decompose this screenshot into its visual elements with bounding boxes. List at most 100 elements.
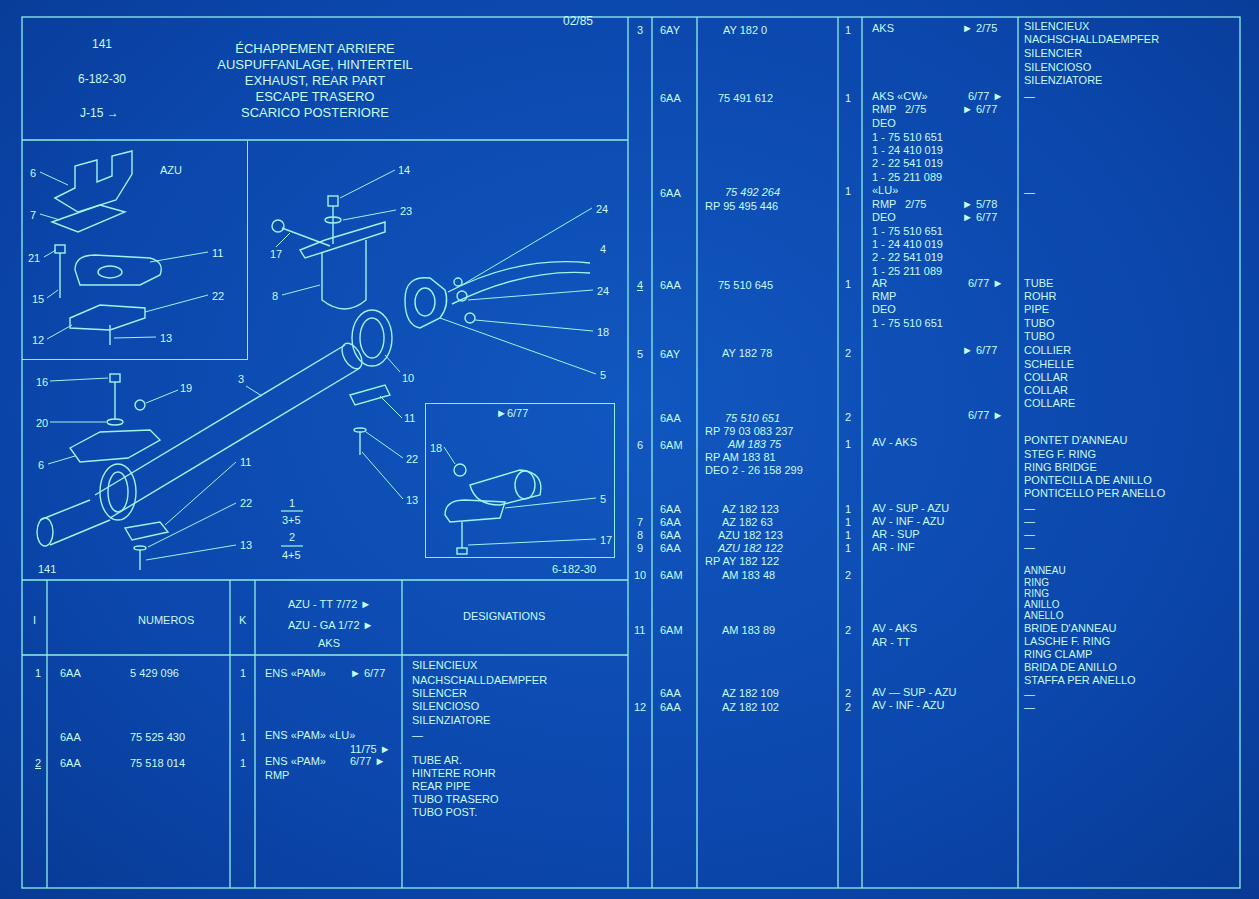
leader-lines <box>444 447 455 464</box>
header-text: 141 <box>92 38 112 51</box>
table-cell: «LU» <box>872 184 898 196</box>
table-cell: SILENCER <box>412 687 467 699</box>
exhaust-parts <box>37 518 53 546</box>
exhaust-parts <box>445 500 505 522</box>
exhaust-parts <box>134 546 146 550</box>
table-cell: 1 - 24 410 019 <box>872 144 943 156</box>
leader-lines <box>40 214 60 220</box>
table-cell: PONTECILLA DE ANILLO <box>1024 474 1152 486</box>
exhaust-parts <box>470 470 541 505</box>
table-cell: — <box>1024 701 1035 713</box>
callout-number: 4 <box>600 243 606 255</box>
table-cell: ► 6/77 <box>962 344 997 356</box>
exhaust-parts <box>75 255 161 285</box>
leader-lines <box>276 233 290 247</box>
callout-number: 7 <box>30 209 36 221</box>
leader-lines <box>340 170 395 198</box>
callout-number: 22 <box>212 290 224 302</box>
table-cell: SILENCIOSO <box>412 700 479 712</box>
table-cell: AY 182 0 <box>723 24 767 36</box>
exhaust-parts <box>135 400 145 410</box>
header-text: 02/85 <box>563 15 593 28</box>
table-cell: 75 525 430 <box>130 731 185 743</box>
callout-number: 6 <box>30 167 36 179</box>
inset-label: AZU <box>160 164 182 176</box>
table-cell: AZ 182 123 <box>722 503 779 515</box>
table-cell: RING <box>1024 577 1049 588</box>
table-cell: TUBO TRASERO <box>412 793 499 805</box>
table-cell: AM 183 75 <box>728 438 781 450</box>
table-cell: TUBE AR. <box>412 754 462 766</box>
table-cell: 11 <box>634 624 645 636</box>
table-cell: 6AA <box>60 731 81 743</box>
table-cell: 1 <box>845 278 851 290</box>
table-cell: — <box>1024 90 1035 102</box>
table-cell: PONTET D'ANNEAU <box>1024 434 1127 446</box>
leader-lines <box>40 172 68 185</box>
table-cell: HINTERE ROHR <box>412 767 496 779</box>
table-cell: 3 <box>637 24 643 36</box>
leader-lines <box>47 290 58 298</box>
table-frame <box>1017 17 1018 888</box>
table-frame <box>651 17 652 888</box>
leader-lines <box>505 498 596 508</box>
callout-number: 8 <box>272 290 278 302</box>
table-cell: 2 <box>845 411 851 423</box>
leader-lines <box>475 320 593 331</box>
leader-lines <box>366 432 403 458</box>
table-cell: 6AA <box>660 687 681 699</box>
leader-lines <box>343 210 396 220</box>
table-cell: RMP <box>872 103 896 115</box>
table-cell: — <box>1024 502 1035 514</box>
callout-number: 14 <box>398 164 410 176</box>
table-cell: 6AM <box>660 624 683 636</box>
table-cell: AZU 182 122 <box>718 542 783 554</box>
table-cell: SILENCIEUX <box>1024 20 1089 32</box>
table-cell: 2 - 22 541 019 <box>872 157 943 169</box>
table-cell: 6AY <box>660 348 680 360</box>
table-cell: RP AY 182 122 <box>705 555 779 567</box>
table-cell: NACHSCHALLDAEMPFER <box>1024 33 1159 45</box>
table-cell: 5 429 096 <box>130 667 179 679</box>
exhaust-parts <box>55 245 65 253</box>
table-cell: SCHELLE <box>1024 358 1074 370</box>
leader-lines <box>145 295 208 312</box>
table-cell: AKS <box>872 22 894 34</box>
table-cell: NUMEROS <box>138 614 194 626</box>
table-cell: ► 6/77 <box>962 103 997 115</box>
table-cell: 75 510 651 <box>725 412 780 424</box>
callout-number: 13 <box>240 539 252 551</box>
table-cell: 1 <box>35 667 41 679</box>
callout-number: 22 <box>240 497 252 509</box>
table-cell: 1 - 25 211 089 <box>872 265 942 277</box>
table-frame <box>861 17 862 888</box>
table-frame <box>46 580 47 888</box>
table-cell: 1 - 25 211 089 <box>872 171 942 183</box>
inset-box: ►6/77 <box>425 403 615 558</box>
table-cell: SILENCIEUX <box>412 659 477 671</box>
exhaust-parts <box>328 196 338 206</box>
table-cell: — <box>1024 528 1035 540</box>
exhaust-parts <box>52 205 125 232</box>
table-cell: 6AA <box>60 757 81 769</box>
table-cell: SILENCIOSO <box>1024 61 1091 73</box>
leader-lines <box>165 462 236 525</box>
table-cell: AZU - GA 1/72 ► <box>288 619 373 631</box>
exhaust-parts <box>110 368 360 518</box>
table-cell: AR <box>872 277 887 289</box>
exhaust-parts <box>37 151 590 570</box>
leader-lines <box>148 503 236 547</box>
exhaust-parts <box>40 500 90 520</box>
table-cell: 1 - 75 510 651 <box>872 225 943 237</box>
table-frame <box>281 510 303 511</box>
table-cell: RMP <box>872 198 896 210</box>
exhaust-parts <box>139 550 140 570</box>
table-cell: 6AA <box>660 187 681 199</box>
exhaust-parts <box>272 220 284 232</box>
table-cell: 75 510 645 <box>718 279 773 291</box>
table-cell: 8 <box>637 529 643 541</box>
callout-number: 17 <box>270 248 282 260</box>
table-cell: — <box>1024 186 1035 198</box>
exhaust-parts <box>352 310 392 366</box>
exhaust-parts <box>125 522 168 540</box>
